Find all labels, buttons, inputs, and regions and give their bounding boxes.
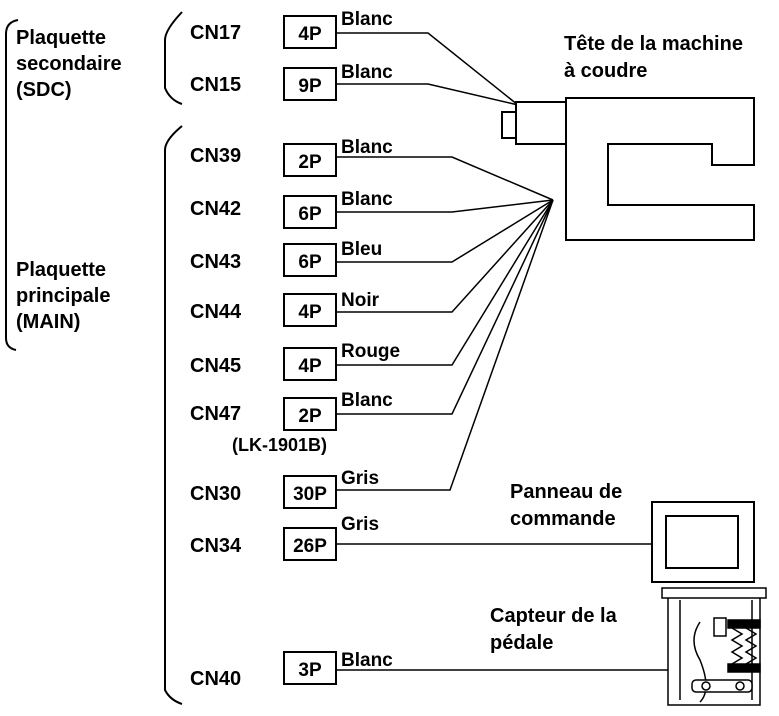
outer-group-brace bbox=[5, 19, 19, 351]
connector-pins: 2P bbox=[298, 152, 322, 173]
wire-cn44 bbox=[336, 199, 554, 313]
wire-cn15 bbox=[336, 83, 519, 106]
connector-id: CN44 bbox=[190, 301, 242, 323]
pedal-sensor-label-2: pédale bbox=[490, 632, 553, 654]
connector-box bbox=[283, 397, 337, 431]
connector-row-cn39: CN39 2P Blanc bbox=[190, 137, 393, 177]
connector-box bbox=[283, 651, 337, 685]
connector-row-cn44: CN44 4P Noir bbox=[190, 290, 380, 327]
connector-id: CN42 bbox=[190, 198, 241, 220]
connector-pins: 2P bbox=[298, 406, 322, 427]
connector-box bbox=[283, 475, 337, 509]
connector-id: CN43 bbox=[190, 251, 241, 273]
connector-pins: 30P bbox=[293, 484, 327, 505]
wires bbox=[336, 32, 668, 671]
wire-color-label: Blanc bbox=[341, 62, 393, 83]
connector-pins: 4P bbox=[298, 302, 322, 323]
connector-pins: 3P bbox=[298, 660, 322, 681]
connector-id: CN40 bbox=[190, 668, 241, 690]
machine-head-label-1: Tête de la machine bbox=[564, 33, 743, 55]
main-board-label-1: Plaquette bbox=[16, 259, 106, 281]
connector-id: CN39 bbox=[190, 145, 241, 167]
connector-id: CN45 bbox=[190, 355, 241, 377]
wire-color-label: Blanc bbox=[341, 9, 393, 30]
wire-cn47 bbox=[336, 199, 554, 415]
connector-box bbox=[283, 293, 337, 327]
connector-row-cn47: CN47 2P Blanc (LK-1901B) bbox=[190, 390, 393, 455]
connector-pins: 9P bbox=[298, 76, 322, 97]
main-board-label-3: (MAIN) bbox=[16, 311, 80, 333]
wire-cn43 bbox=[336, 199, 554, 263]
connector-row-cn30: CN30 30P Gris bbox=[190, 468, 379, 509]
connector-id: CN47 bbox=[190, 403, 241, 425]
control-panel-label-1: Panneau de bbox=[510, 481, 622, 503]
control-panel-label-2: commande bbox=[510, 508, 616, 530]
connector-pins: 4P bbox=[298, 356, 322, 377]
wire-color-label: Rouge bbox=[341, 341, 400, 362]
wire-cn45 bbox=[336, 199, 554, 366]
wire-cn42 bbox=[336, 199, 554, 213]
connector-id: CN17 bbox=[190, 22, 241, 44]
connector-row-cn42: CN42 6P Blanc bbox=[190, 189, 393, 229]
connector-pins: 6P bbox=[298, 252, 322, 273]
connector-box bbox=[283, 527, 337, 561]
connector-row-cn43: CN43 6P Bleu bbox=[190, 239, 382, 277]
pedal-sensor-icon bbox=[661, 587, 767, 706]
connector-box bbox=[283, 195, 337, 229]
connector-pins: 26P bbox=[293, 536, 327, 557]
secondary-board-label-1: Plaquette bbox=[16, 27, 106, 49]
connector-box bbox=[283, 243, 337, 277]
connector-row-cn34: CN34 26P Gris bbox=[190, 514, 379, 561]
connector-id: CN15 bbox=[190, 74, 241, 96]
wire-color-label: Noir bbox=[341, 290, 380, 311]
secondary-board-brace bbox=[164, 11, 183, 105]
connector-pins: 6P bbox=[298, 204, 322, 225]
connector-row-cn40: CN40 3P Blanc bbox=[190, 650, 393, 690]
wire-color-label: Bleu bbox=[341, 239, 382, 260]
connector-id: CN34 bbox=[190, 535, 242, 557]
pedal-sensor-label-1: Capteur de la bbox=[490, 605, 618, 627]
control-panel-icon bbox=[651, 501, 755, 583]
connector-row-cn17: CN17 4P Blanc bbox=[190, 9, 393, 49]
connector-box bbox=[283, 347, 337, 381]
wire-cn17 bbox=[336, 32, 519, 106]
wire-color-label: Gris bbox=[341, 468, 379, 489]
wire-cn30 bbox=[336, 199, 554, 491]
main-board-brace bbox=[164, 125, 183, 705]
connector-box bbox=[283, 67, 337, 101]
main-board-label-2: principale bbox=[16, 285, 110, 307]
sewing-machine-head-icon bbox=[501, 97, 755, 241]
secondary-board-label-3: (SDC) bbox=[16, 79, 72, 101]
wire-color-label: Gris bbox=[341, 514, 379, 535]
wire-color-label: Blanc bbox=[341, 650, 393, 671]
wire-color-label: Blanc bbox=[341, 137, 393, 158]
model-note: (LK-1901B) bbox=[232, 435, 327, 455]
connector-box bbox=[283, 143, 337, 177]
connector-row-cn45: CN45 4P Rouge bbox=[190, 341, 400, 381]
connector-box bbox=[283, 15, 337, 49]
connector-id: CN30 bbox=[190, 483, 241, 505]
wire-cn39 bbox=[336, 156, 554, 201]
wire-color-label: Blanc bbox=[341, 390, 393, 411]
machine-head-label-2: à coudre bbox=[564, 60, 647, 82]
wire-color-label: Blanc bbox=[341, 189, 393, 210]
secondary-board-label-2: secondaire bbox=[16, 53, 122, 75]
connector-row-cn15: CN15 9P Blanc bbox=[190, 62, 393, 101]
connector-pins: 4P bbox=[298, 24, 322, 45]
